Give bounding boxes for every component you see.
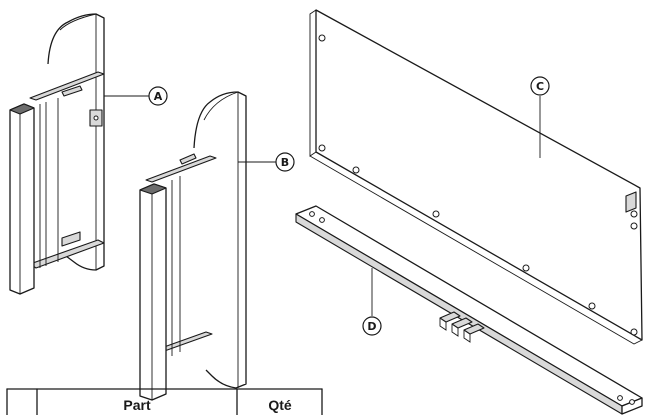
table-header-qty: Qté [268, 397, 292, 413]
table-header-part: Part [123, 397, 151, 413]
part-b-side-panel [139, 91, 276, 401]
parts-table: Part Qté [6, 388, 323, 415]
part-a-side-panel [9, 13, 149, 295]
part-d-pedal-unit [295, 205, 643, 415]
callout-b-letter: B [281, 156, 289, 169]
callout-d-letter: D [367, 320, 376, 333]
callout-a: A [148, 86, 168, 106]
part-c-back-board [309, 9, 643, 345]
callout-a-letter: A [154, 90, 163, 103]
callout-b: B [275, 152, 295, 172]
callout-d: D [362, 316, 382, 336]
callout-c-letter: C [536, 80, 544, 93]
callout-c: C [530, 76, 550, 96]
